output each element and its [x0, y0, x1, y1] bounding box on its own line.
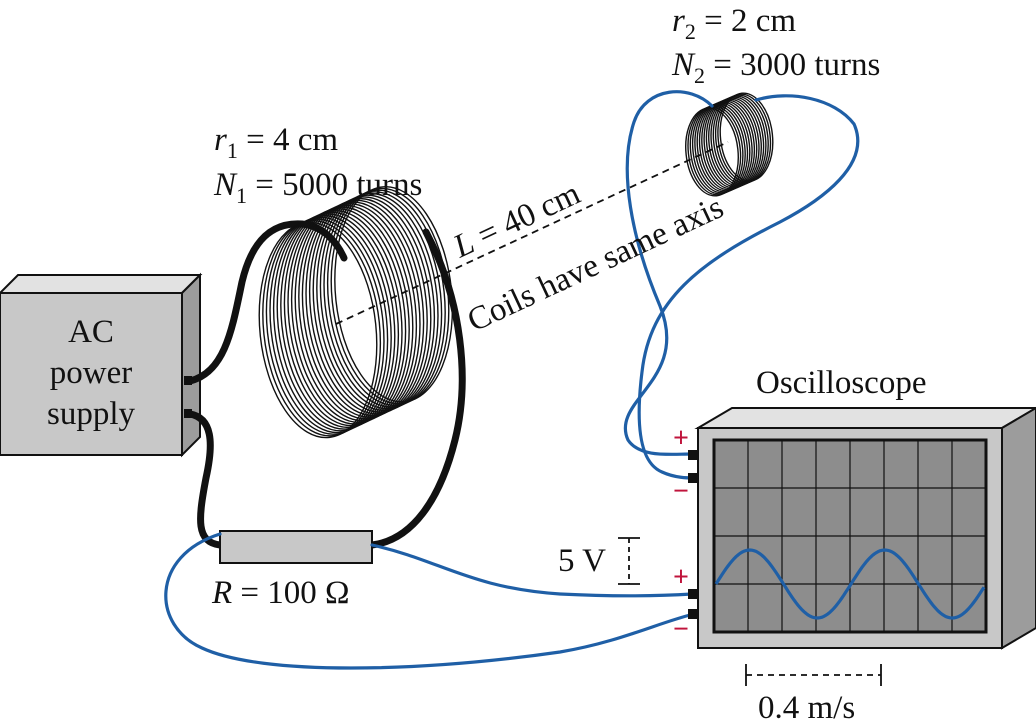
- coil2-radius-label: r2 = 2 cm: [672, 3, 796, 44]
- power-supply-label-line3: supply: [47, 396, 136, 432]
- wire-supply-to-resistor: [186, 410, 224, 549]
- oscilloscope-sine-trace: [714, 548, 986, 620]
- horizontal-scale-label: 0.4 m/s: [758, 690, 855, 726]
- common-axis-line: [335, 141, 729, 325]
- coil-1: [258, 186, 454, 439]
- scope-input2-minus-terminal: [688, 609, 699, 619]
- wire-resistor-to-coil1: [368, 228, 466, 549]
- coil1-turn: [334, 186, 454, 403]
- power-supply-label-line1: AC: [68, 314, 114, 350]
- scope-input1-minus-terminal: [688, 473, 699, 483]
- scope-input1-plus-sign: +: [673, 423, 689, 454]
- vertical-scale-label: 5 V: [558, 543, 606, 579]
- power-supply-label-line2: power: [50, 355, 132, 391]
- coil2-turns-label: N2 = 3000 turns: [671, 47, 880, 88]
- scope-input2-plus-terminal: [688, 589, 699, 599]
- vertical-scale-marker: [618, 537, 640, 585]
- oscilloscope-grid: [714, 440, 986, 632]
- wire-resistor-to-scope-minus: [164, 532, 696, 670]
- blue-wires: [164, 90, 860, 670]
- wire-resistor-to-scope-plus: [370, 543, 694, 598]
- wire-coil2-to-scope-plus: [623, 90, 714, 456]
- scope-input1-plus-terminal: [688, 450, 699, 460]
- resistor: [219, 530, 373, 564]
- oscilloscope: + − + −: [673, 406, 1036, 650]
- scope-input2-plus-sign: +: [673, 562, 689, 593]
- wire-coil2-to-scope-minus: [637, 94, 860, 480]
- resistor-label: R = 100 Ω: [211, 575, 350, 611]
- coil1-radius-label: r1 = 4 cm: [214, 122, 338, 163]
- coil1-turn: [319, 192, 439, 410]
- oscilloscope-title: Oscilloscope: [756, 365, 926, 401]
- coil1-turn: [330, 187, 450, 405]
- coil1-turn: [326, 189, 446, 406]
- scope-input1-minus-sign: −: [673, 476, 689, 507]
- separation-label: L = 40 cm: [447, 175, 586, 265]
- coil1-turns-label: N1 = 5000 turns: [213, 167, 422, 208]
- ac-power-supply: AC power supply: [0, 272, 203, 458]
- scope-input2-minus-sign: −: [673, 614, 689, 645]
- coil-2: [685, 92, 774, 197]
- coil1-turn: [323, 191, 443, 408]
- coil2-turn: [719, 92, 774, 182]
- horizontal-scale-marker: [745, 664, 882, 686]
